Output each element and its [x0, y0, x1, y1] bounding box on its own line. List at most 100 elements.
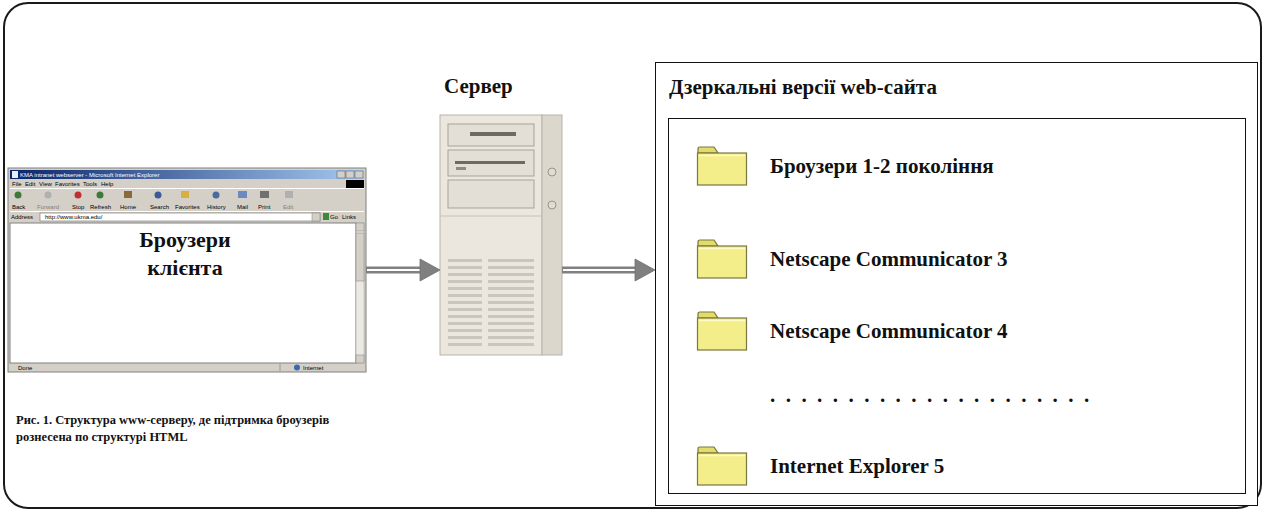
- arrow-shaft-gap: [563, 269, 638, 271]
- browser-ui-text: Done: [18, 364, 32, 372]
- browser-window-part: [346, 171, 354, 178]
- browser-window-part: [10, 170, 364, 179]
- browser-ui-text: KMA intranet webserver - Microsoft Inter…: [20, 171, 159, 179]
- figure-caption: Рис. 1. Структура www-серверу, де підтри…: [16, 412, 361, 446]
- browser-window-part: [75, 192, 82, 199]
- browser-ui-text: Edit: [25, 180, 35, 188]
- folder-icon: [696, 145, 748, 187]
- folder-label: Netscape Communicator 3: [770, 238, 1008, 280]
- folder-body: [698, 246, 747, 278]
- server-tower-part: [448, 180, 534, 208]
- folder-highlight: [699, 455, 745, 457]
- arrow-head: [635, 259, 655, 281]
- browser-ui-text: Refresh: [90, 203, 111, 211]
- browser-window-part: [181, 191, 189, 198]
- server-tower-part: [455, 161, 525, 164]
- folder-item: Netscape Communicator 3: [696, 238, 1008, 280]
- browser-window-part: [280, 364, 281, 371]
- browser-ui-text: Print: [258, 203, 270, 211]
- browser-ui-text: Search: [150, 203, 169, 211]
- server: Сервер: [440, 72, 562, 357]
- folder-label: Internet Explorer 5: [770, 445, 944, 487]
- ellipsis: . . . . . . . . . . . . . . . . . . . . …: [770, 381, 1092, 409]
- browser-ui-text: Links: [342, 213, 356, 221]
- folder-item: Internet Explorer 5: [696, 445, 944, 487]
- folder-icon: [696, 238, 748, 280]
- arrow-shaft-gap: [367, 269, 423, 271]
- server-tower-part: [440, 216, 542, 217]
- server-tower-part: [448, 258, 482, 348]
- folder-body: [698, 318, 747, 350]
- browser-ui-text: Address: [11, 213, 33, 221]
- server-tower-part: [488, 258, 534, 348]
- browser-window-part: [260, 191, 269, 198]
- browser-window-part: [356, 233, 364, 281]
- server-tower-part: [542, 115, 562, 355]
- mirror-site-box: Дзеркальні версії web-сайтаБроузери 1-2 …: [655, 62, 1258, 506]
- node-title: Дзеркальні версії web-сайта: [669, 73, 937, 101]
- folder-body: [698, 153, 747, 185]
- browser-ui-text: Favorites: [55, 180, 80, 188]
- browser-window-part: [10, 188, 364, 189]
- folder-item: Netscape Communicator 4: [696, 310, 1008, 352]
- browser-window: [8, 168, 366, 372]
- folder-item: Броузери 1-2 покоління: [696, 145, 994, 187]
- browser-window-part: [10, 211, 364, 212]
- browser-ui-text: Mail: [237, 203, 248, 211]
- browser-window-part: [213, 192, 220, 199]
- folder-tab: [698, 147, 718, 153]
- browser-ui-text: File: [12, 180, 22, 188]
- double-arrow: [562, 259, 655, 281]
- browser-window-part: [355, 171, 363, 178]
- browser-window-part: [356, 355, 364, 363]
- folder-highlight: [699, 320, 745, 322]
- browser-ui-text: Edit: [283, 203, 293, 211]
- browser-ui-text: View: [39, 180, 52, 188]
- browser-window-part: [356, 223, 364, 363]
- browser-window-part: [15, 192, 22, 199]
- server-tower-part: [448, 150, 534, 176]
- arrow-head: [420, 259, 440, 281]
- node-title: Броузери клієнта: [110, 226, 260, 282]
- folder-icon: [696, 445, 748, 487]
- folder-body: [698, 453, 747, 485]
- browser-window-part: [337, 171, 345, 178]
- browser-window-part: [312, 213, 320, 221]
- browser-ui-text: Internet: [303, 364, 323, 372]
- browser-ui-text: http://www.ukma.edu/: [45, 213, 102, 221]
- browser-ui-text: Home: [120, 203, 136, 211]
- server-tower-part: [470, 132, 516, 136]
- browser-ui-text: Forward: [37, 203, 59, 211]
- browser-window-part: [40, 213, 320, 221]
- browser-ui-text: Help: [101, 180, 113, 188]
- server-tower-part: [448, 124, 534, 146]
- browser-ui-text: Go: [330, 213, 338, 221]
- browser-window-part: [346, 180, 364, 188]
- browser-window-part: [8, 168, 366, 372]
- outer-frame: [4, 3, 1261, 508]
- folder-tab: [698, 312, 718, 318]
- browser-window-part: [238, 191, 247, 198]
- server-tower-part: [548, 168, 556, 176]
- browser-window-part: [12, 171, 18, 178]
- server-tower: [440, 115, 562, 355]
- browser-window: Броузери клієнта: [8, 168, 366, 372]
- browser-ui-text: Favorites: [175, 203, 200, 211]
- folder-label: Netscape Communicator 4: [770, 310, 1008, 352]
- folder-tab: [698, 240, 718, 246]
- server-tower-part: [440, 115, 542, 355]
- folder-highlight: [699, 155, 745, 157]
- browser-window-part: [356, 223, 364, 231]
- browser-ui-text: Back: [12, 203, 25, 211]
- browser-window-part: [323, 213, 329, 220]
- node-title: Сервер: [444, 72, 513, 100]
- browser-window-part: [294, 365, 300, 371]
- double-arrow: [366, 259, 440, 281]
- server-tower-part: [548, 201, 556, 209]
- browser-window-part: [97, 192, 104, 199]
- server-tower-part: [456, 167, 466, 170]
- browser-window-part: [10, 223, 356, 363]
- browser-window-part: [124, 191, 132, 198]
- browser-window-part: [45, 192, 52, 199]
- browser-ui-text: Stop: [72, 203, 84, 211]
